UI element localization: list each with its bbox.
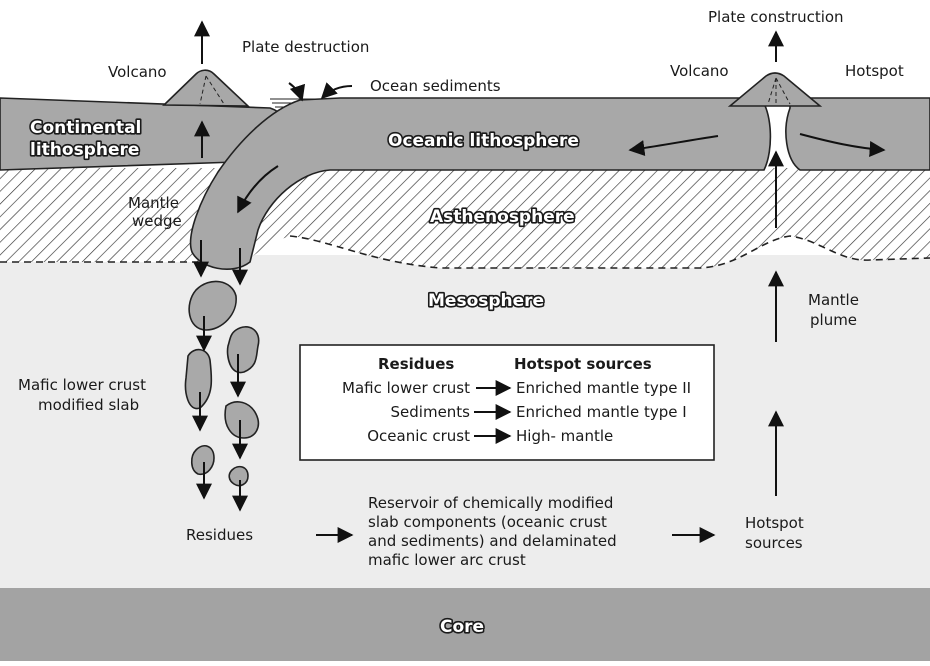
reservoir-line3: and sediments) and delaminated	[368, 532, 617, 550]
reservoir-line1: Reservoir of chemically modified	[368, 494, 613, 512]
oceanic-lithosphere-label: Oceanic lithosphere	[388, 131, 579, 151]
continental-label-line1: Continental	[30, 118, 141, 138]
plate-construction-label: Plate construction	[708, 8, 844, 26]
volcano-right-label: Volcano	[670, 62, 729, 80]
reservoir-line2: slab components (oceanic crust	[368, 513, 607, 531]
ocean-sediments-label: Ocean sediments	[370, 77, 501, 95]
legend-header-sources: Hotspot sources	[514, 355, 652, 373]
plate-destruction-label: Plate destruction	[242, 38, 369, 56]
hotspot-sources-line1: Hotspot	[745, 514, 804, 532]
legend-row3-source: High- mantle	[516, 427, 613, 445]
mesosphere-label: Mesosphere	[428, 291, 544, 311]
mantle-wedge-line1: Mantle	[128, 194, 179, 212]
core-label: Core	[440, 617, 484, 637]
slab-fragment-6	[229, 467, 248, 486]
legend-row3-residue: Oceanic crust	[367, 427, 470, 445]
oceanic-lithosphere-right	[786, 98, 930, 170]
slab-fragment-3	[186, 350, 212, 409]
mantle-plume-line2: plume	[810, 311, 857, 329]
hotspot-sources-line2: sources	[745, 534, 803, 552]
volcano-left-label: Volcano	[108, 63, 167, 81]
legend-row2-source: Enriched mantle type I	[516, 403, 687, 421]
legend-header-residues: Residues	[378, 355, 454, 373]
mantle-wedge-line2: wedge	[132, 212, 182, 230]
continental-label-line2: lithosphere	[30, 140, 139, 160]
mafic-slab-line2: modified slab	[38, 396, 139, 414]
mafic-slab-line1: Mafic lower crust	[18, 376, 146, 394]
hotspot-label: Hotspot	[845, 62, 904, 80]
legend-row1-residue: Mafic lower crust	[342, 379, 470, 397]
residues-label: Residues	[186, 526, 253, 544]
asthenosphere-label: Asthenosphere	[430, 207, 575, 227]
mantle-plume-line1: Mantle	[808, 291, 859, 309]
legend-row2-residue: Sediments	[391, 403, 471, 421]
reservoir-line4: mafic lower arc crust	[368, 551, 526, 569]
legend-row1-source: Enriched mantle type II	[516, 379, 691, 397]
